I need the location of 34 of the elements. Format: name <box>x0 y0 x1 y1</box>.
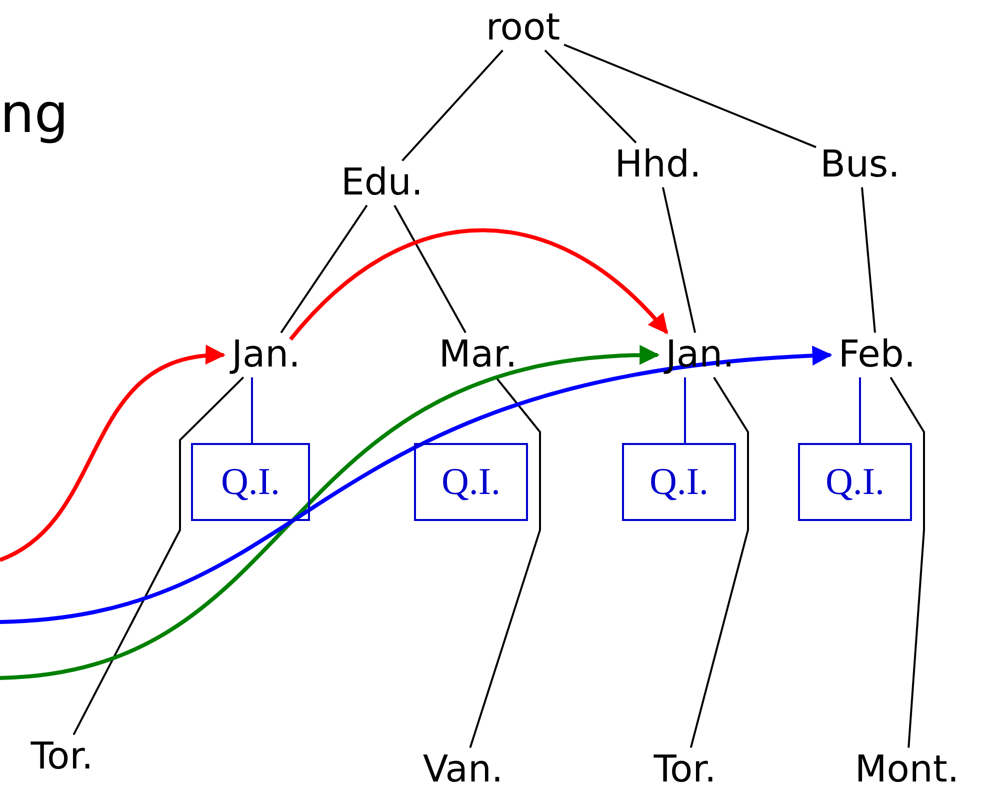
connector-line <box>859 377 861 443</box>
connector-line <box>402 50 504 162</box>
arrow <box>0 346 660 680</box>
tree-node-label: Mont. <box>850 748 964 792</box>
tree-node-label: Edu. <box>336 160 428 206</box>
connector-line <box>890 376 925 748</box>
connector-line <box>280 204 368 334</box>
tree-node-label: Hhd. <box>610 142 706 188</box>
tree-node-label: Bus. <box>816 142 904 188</box>
index-box: Q.I. <box>622 443 736 521</box>
connector-line <box>469 376 541 748</box>
connector-line <box>394 204 466 334</box>
connector-line <box>72 376 244 736</box>
connector-line <box>861 187 876 333</box>
connector-line <box>684 377 686 443</box>
index-box: Q.I. <box>414 443 528 521</box>
connector-line <box>690 376 749 748</box>
arrow <box>0 346 226 562</box>
connector-line <box>251 377 253 443</box>
arrow <box>289 228 668 341</box>
index-box: Q.I. <box>798 443 912 521</box>
title-fragment: ng <box>0 82 69 145</box>
connector-line <box>544 50 637 144</box>
connector-line <box>564 44 816 148</box>
tree-node-label: Mar. <box>434 332 522 378</box>
tree-node-label: Tor. <box>650 748 720 792</box>
arrow <box>0 346 832 624</box>
tree-node-label: Jan. <box>228 332 304 378</box>
connector-line <box>662 187 696 333</box>
tree-node-label: Van. <box>418 748 508 792</box>
tree-node-label: Feb. <box>834 332 920 378</box>
tree-node-label: root <box>482 6 564 50</box>
tree-node-label: Tor. <box>26 734 98 780</box>
index-box: Q.I. <box>191 443 310 521</box>
